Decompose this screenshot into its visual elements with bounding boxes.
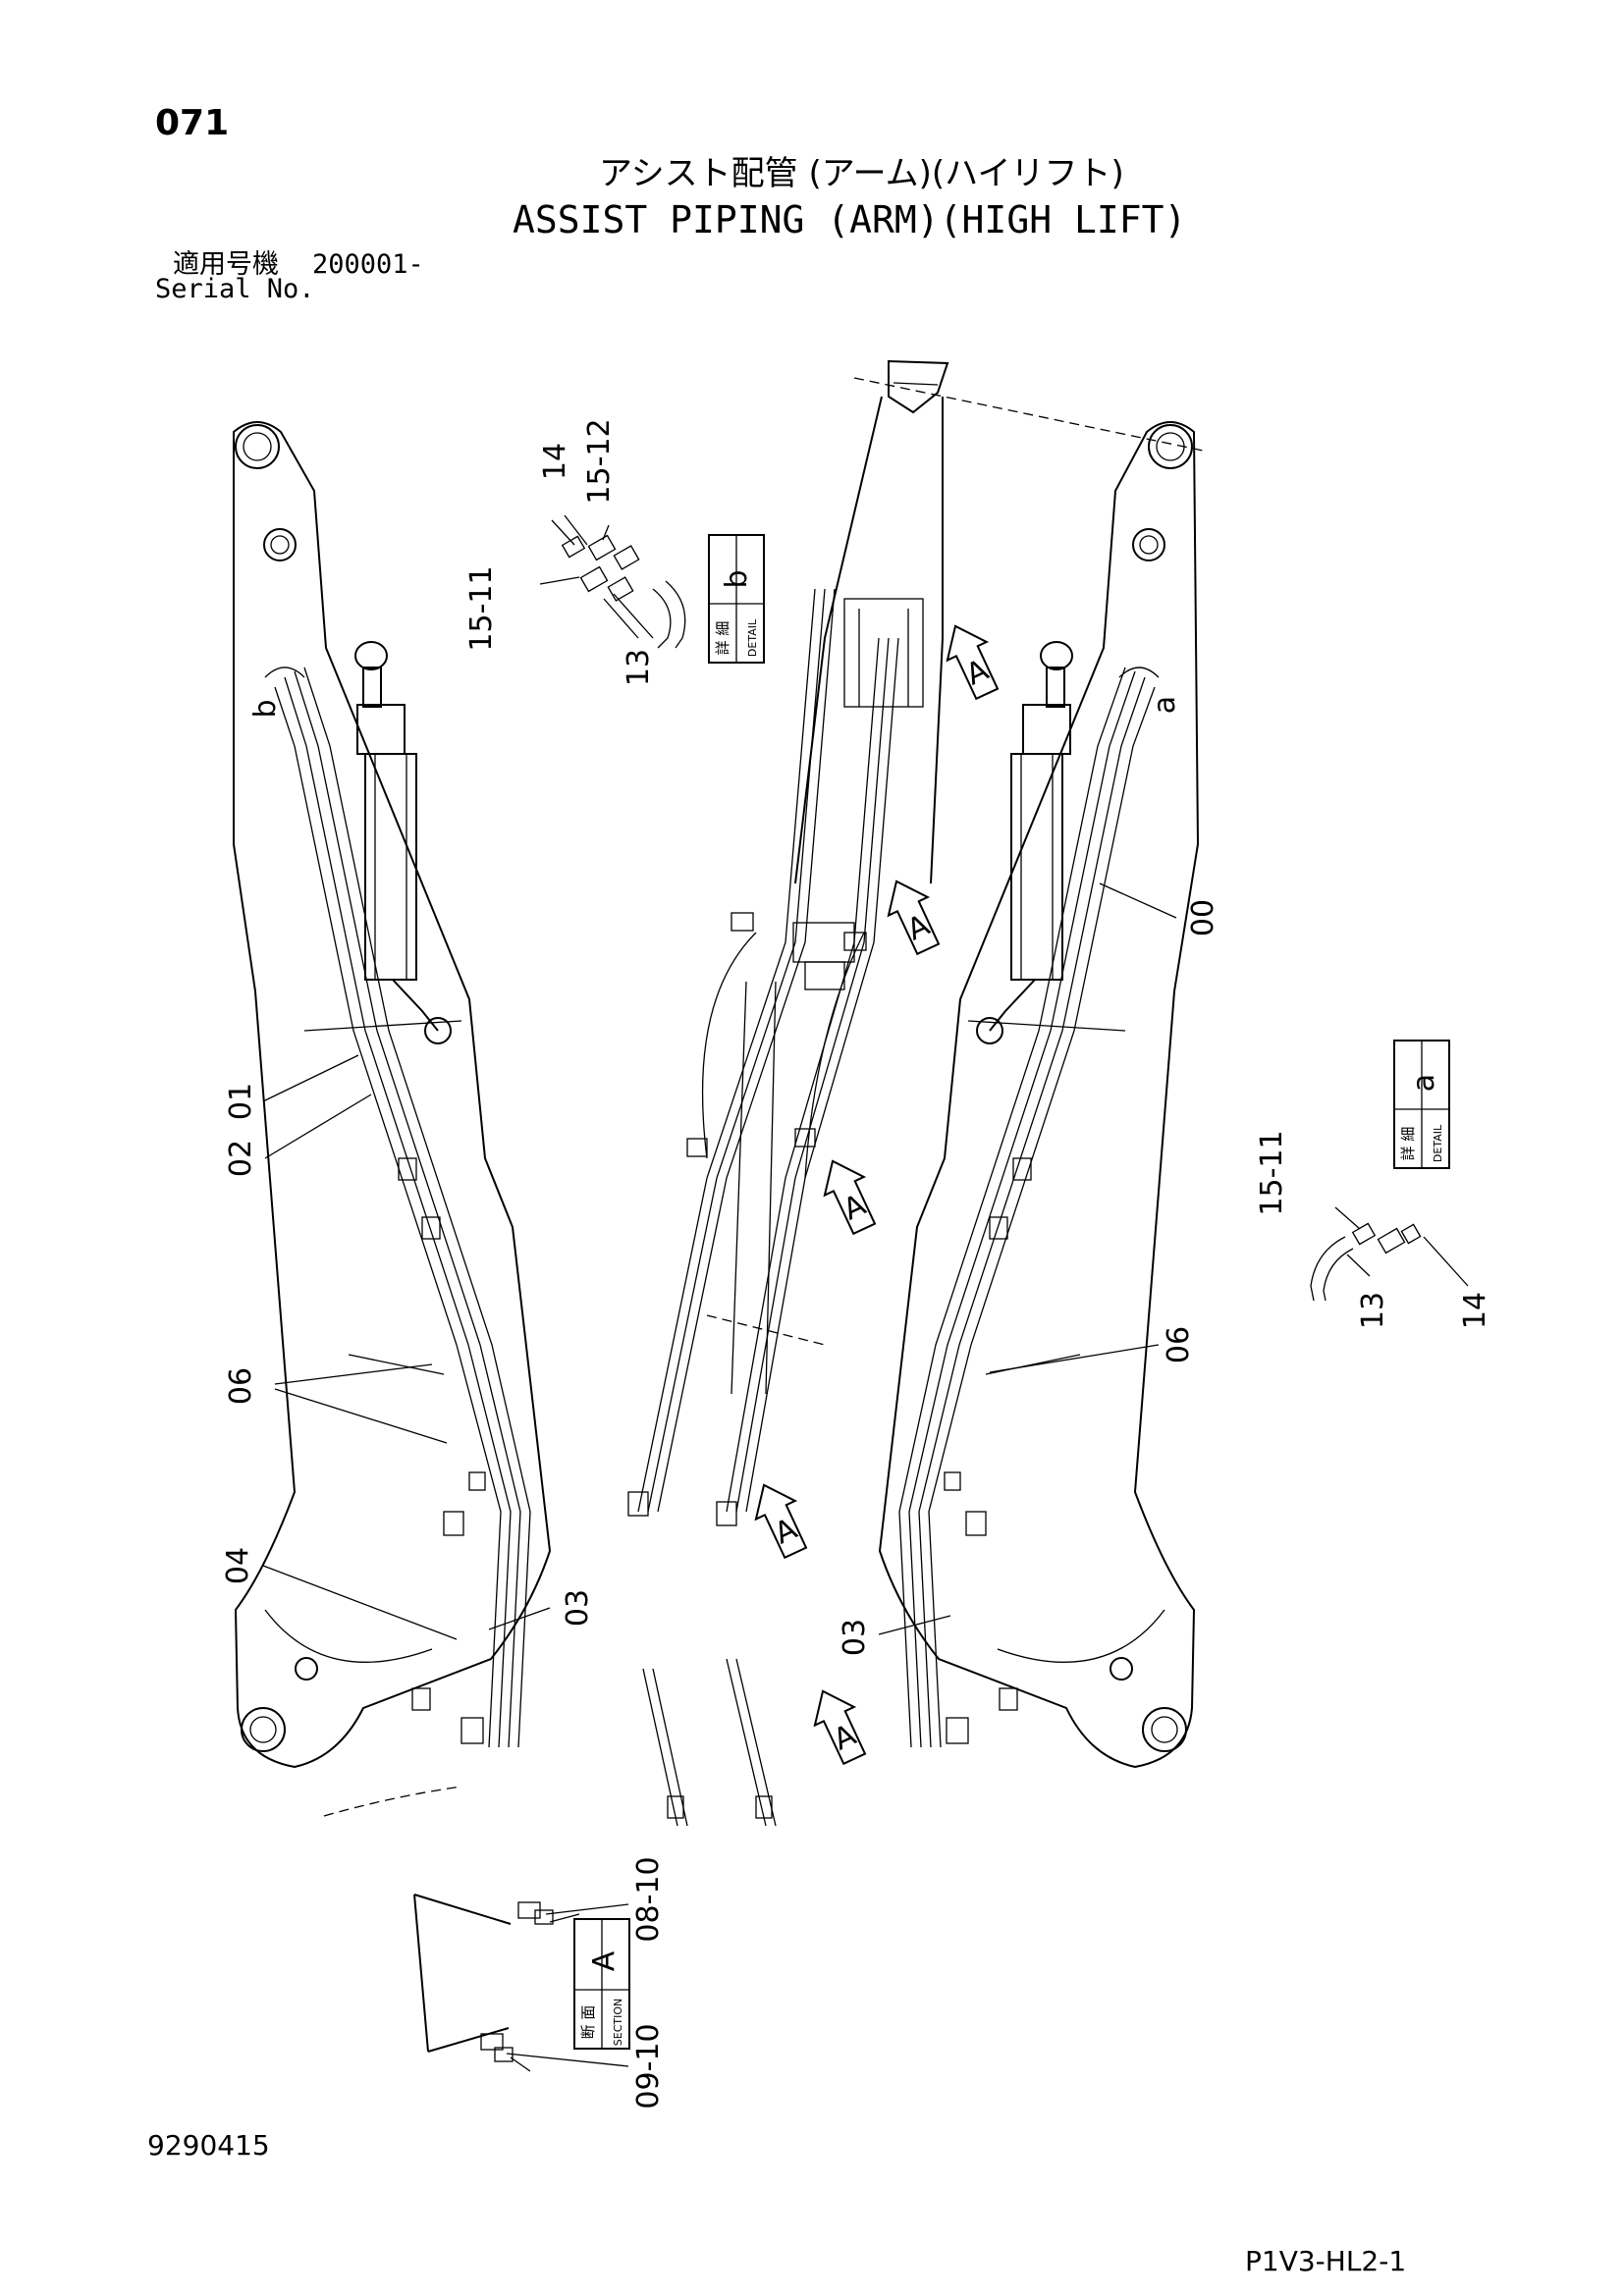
callout-03-left: 03 [561, 1589, 595, 1627]
section-a-jp: 断 面 [579, 2005, 597, 2040]
callout-04: 04 [221, 1547, 255, 1584]
detail-a-en: DETAIL [1432, 1124, 1444, 1162]
section-a-box: A 断 面 SECTION [573, 1918, 630, 2050]
serial-label-english: Serial No. [155, 274, 315, 304]
detail-b-letter: b [720, 569, 754, 588]
section-a-view [413, 1894, 580, 2072]
detail-a-callouts: 15-11 13 14 [1255, 1130, 1492, 1329]
left-arm-outline [233, 421, 552, 1817]
callout-b-15-12: 15-12 [582, 418, 617, 504]
callout-08-10: 08-10 [631, 1856, 666, 1942]
right-arm-pipes [898, 667, 1160, 1748]
detail-a-letter: a [1407, 1074, 1441, 1092]
callout-00: 00 [1186, 899, 1220, 936]
detail-a-jp: 詳 細 [1399, 1127, 1417, 1161]
detail-marker-a: a [1148, 696, 1182, 714]
title-japanese: アシスト配管 (アーム)(ハイリフト) [599, 154, 1124, 193]
callout-b-13: 13 [622, 649, 656, 686]
detail-b-view [539, 514, 686, 649]
detail-b-jp: 詳 細 [714, 621, 731, 656]
callout-06-right: 06 [1162, 1326, 1196, 1363]
callout-03-right: 03 [838, 1619, 872, 1656]
serial-label-japanese: 適用号機 [173, 249, 279, 280]
callout-06-left: 06 [224, 1367, 258, 1405]
right-arm-cylinder [976, 641, 1073, 1044]
document-number: 9290415 [147, 2129, 270, 2162]
callout-a-15-11: 15-11 [1255, 1130, 1289, 1215]
detail-b-box: b 詳 細 DETAIL [708, 534, 765, 664]
left-arm-cylinder [354, 641, 452, 1044]
detail-a-view [1310, 1206, 1469, 1302]
serial-range: 200001- [312, 249, 424, 280]
callout-09-10: 09-10 [631, 2023, 666, 2109]
callout-a-14: 14 [1458, 1292, 1492, 1329]
reference-code: P1V3-HL2-1 [1245, 2245, 1407, 2277]
detail-b-callouts: 14 15-12 15-11 13 [464, 418, 656, 686]
callout-a-13: 13 [1356, 1292, 1390, 1329]
left-arm-pipes [264, 667, 531, 1748]
detail-marker-b: b [248, 699, 283, 718]
section-a-letter: A [587, 1950, 622, 1971]
leader-lines [262, 882, 1177, 2067]
center-arm-pipes [627, 588, 899, 1827]
section-a-en: SECTION [612, 1999, 624, 2046]
detail-b-en: DETAIL [746, 618, 759, 657]
view-arrows: A A A A A [754, 624, 1000, 1766]
callout-b-14: 14 [538, 443, 572, 480]
page-number: 071 [155, 103, 230, 143]
title-english: ASSIST PIPING (ARM)(HIGH LIFT) [513, 198, 1187, 241]
center-arm-outline [706, 359, 1209, 1395]
right-arm-outline [878, 421, 1200, 1769]
callout-b-15-11: 15-11 [464, 565, 499, 651]
detail-a-box: a 詳 細 DETAIL [1393, 1040, 1450, 1169]
callout-01: 01 [224, 1083, 258, 1120]
arm-callouts: 01 02 06 04 03 00 06 03 08-10 09-10 b a [221, 696, 1220, 2109]
callout-02: 02 [224, 1140, 258, 1177]
